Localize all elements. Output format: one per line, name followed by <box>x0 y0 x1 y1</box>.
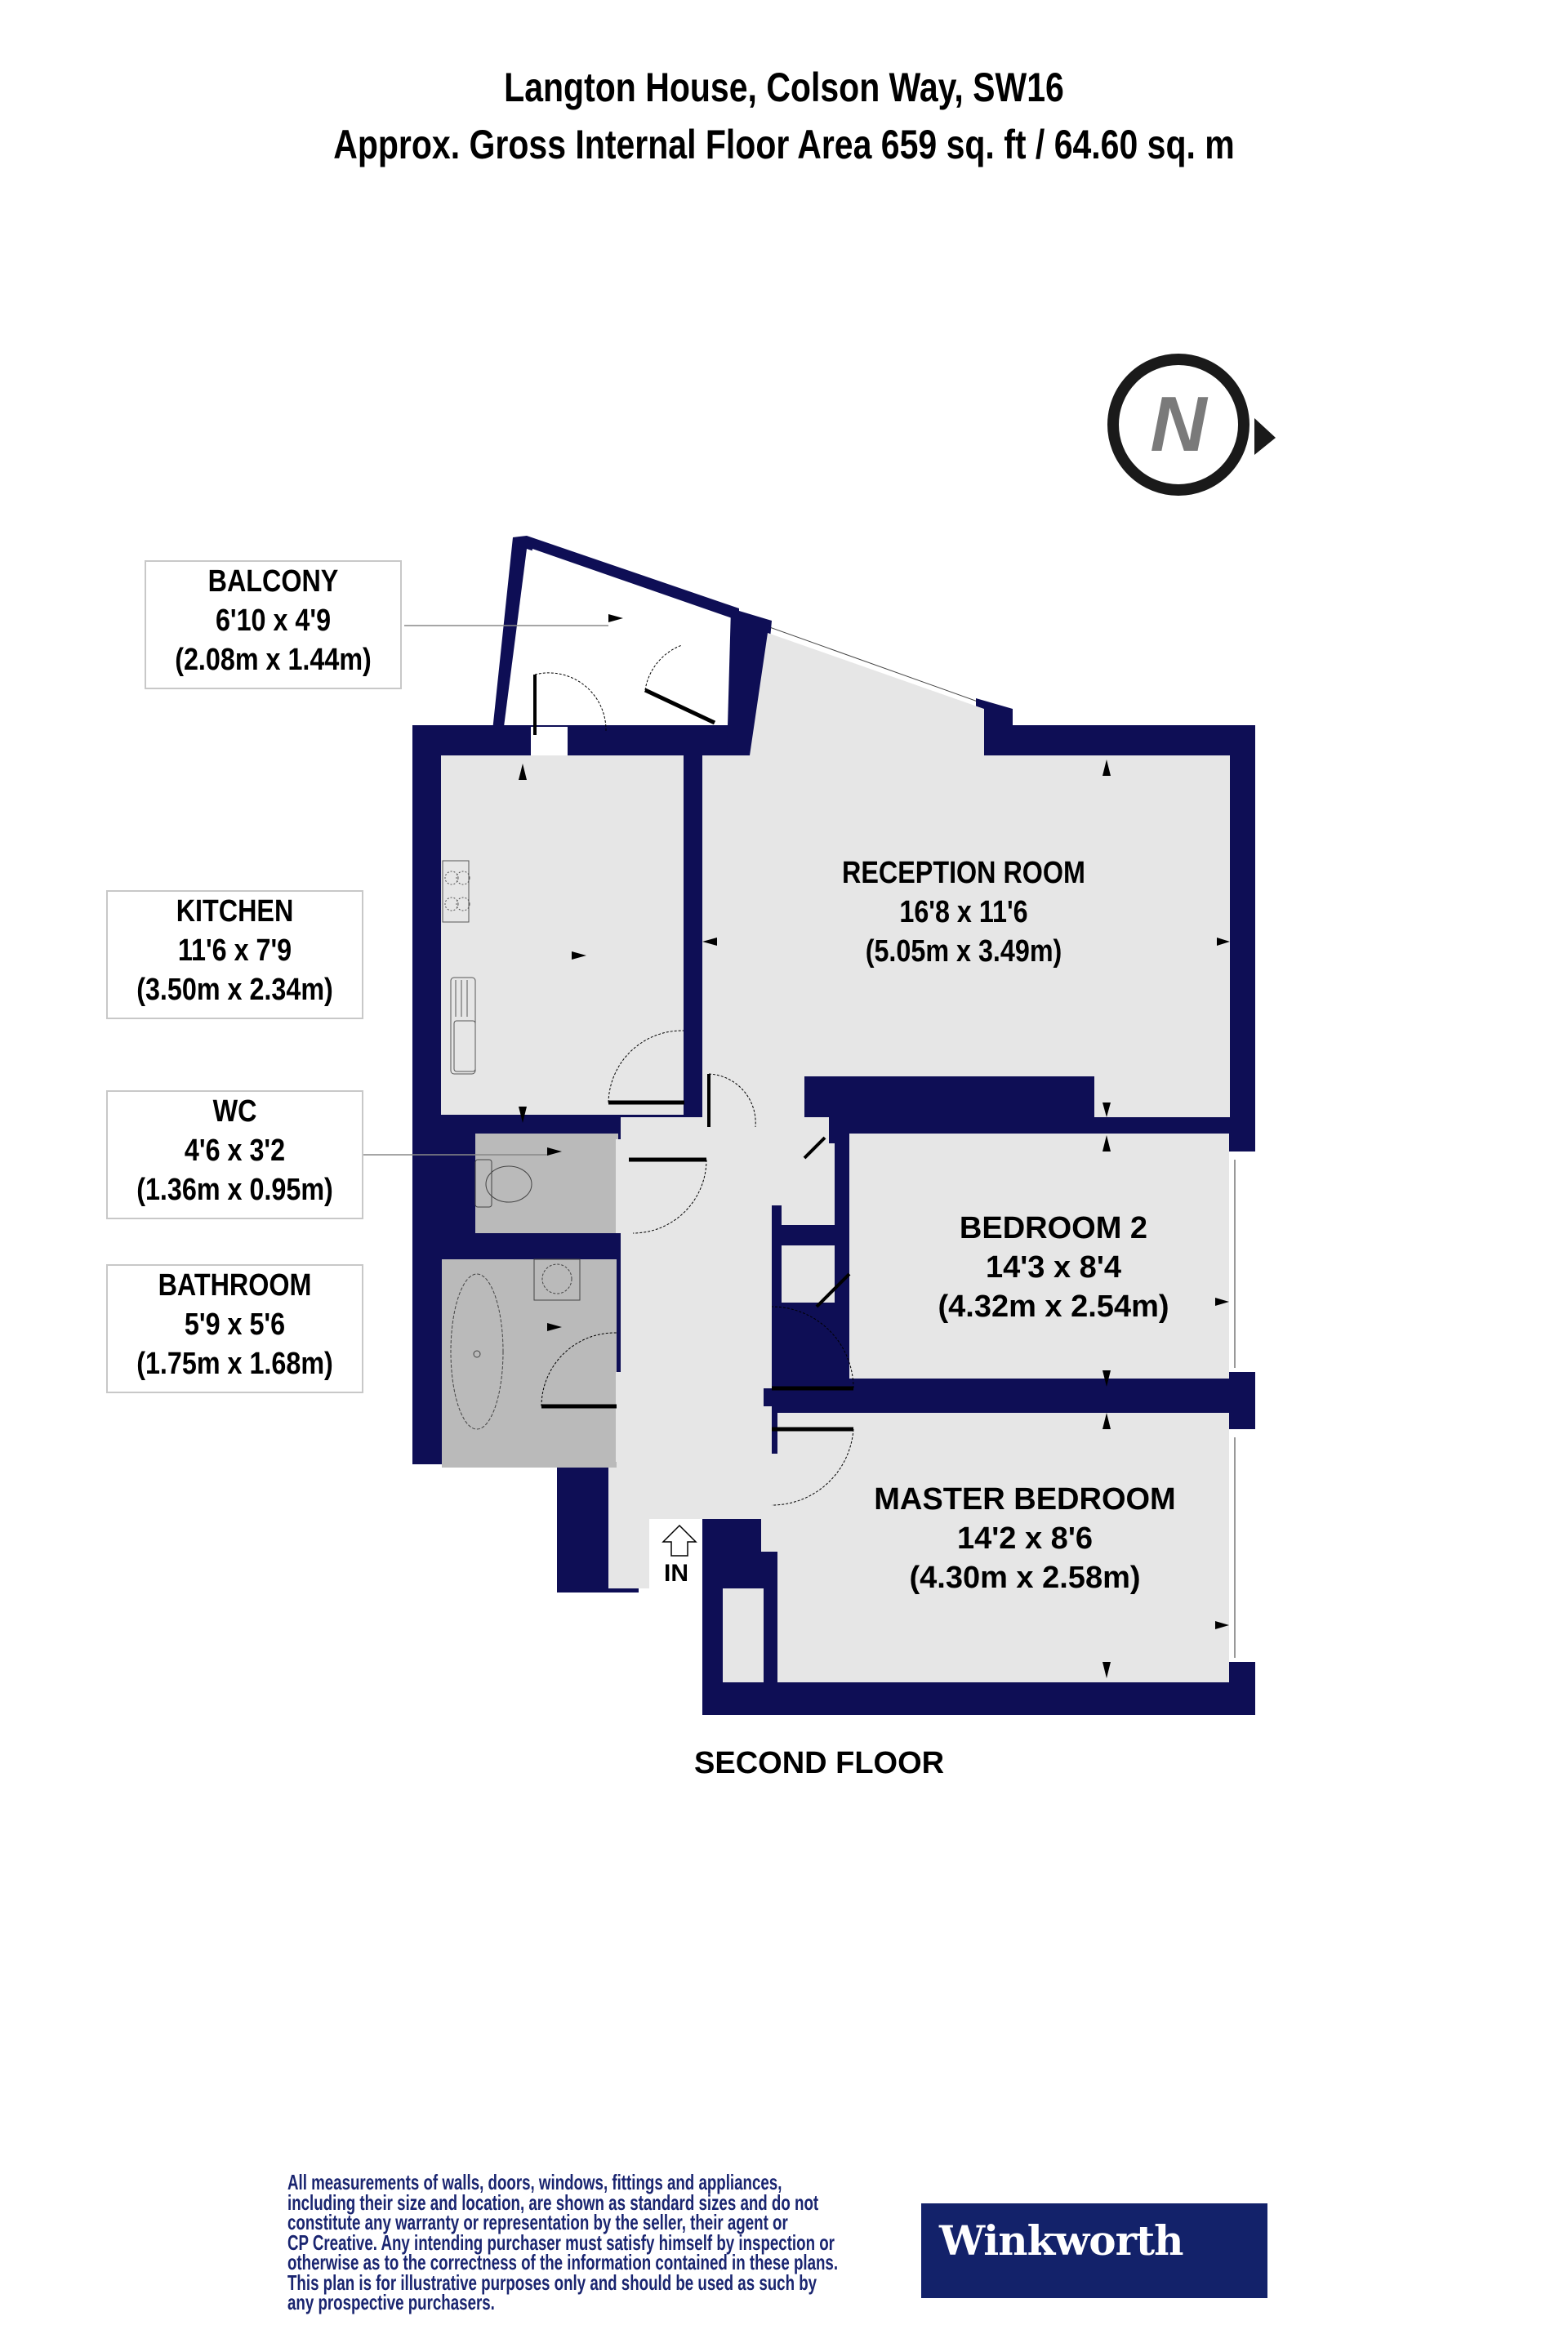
disclaimer-text: All measurements of walls, doors, window… <box>287 2170 839 2314</box>
doors <box>533 644 854 1506</box>
partition-walls <box>531 727 1255 1662</box>
floor-level-label: SECOND FLOOR <box>694 1746 945 1780</box>
bathroom-floor <box>442 1259 617 1468</box>
bathroom-fittings <box>450 1159 581 1430</box>
kitchen-fittings <box>442 860 476 1075</box>
entrance-label: IN <box>664 1560 688 1587</box>
floor-area-subtitle: Approx. Gross Internal Floor Area 659 sq… <box>333 122 1235 167</box>
wet-rooms <box>442 1134 632 1468</box>
north-compass-icon: N <box>1107 354 1276 496</box>
wc-floor <box>475 1134 618 1233</box>
dimension-markers <box>519 614 1230 1678</box>
brand-logo: Winkworth <box>921 2203 1267 2298</box>
leader-lines <box>363 625 608 1156</box>
floor-fill <box>441 633 1230 1682</box>
svg-text:N: N <box>1150 381 1208 468</box>
entrance-arrow-icon <box>662 1524 697 1557</box>
brand-name: Winkworth <box>939 2216 1183 2265</box>
property-title: Langton House, Colson Way, SW16 <box>504 65 1064 110</box>
